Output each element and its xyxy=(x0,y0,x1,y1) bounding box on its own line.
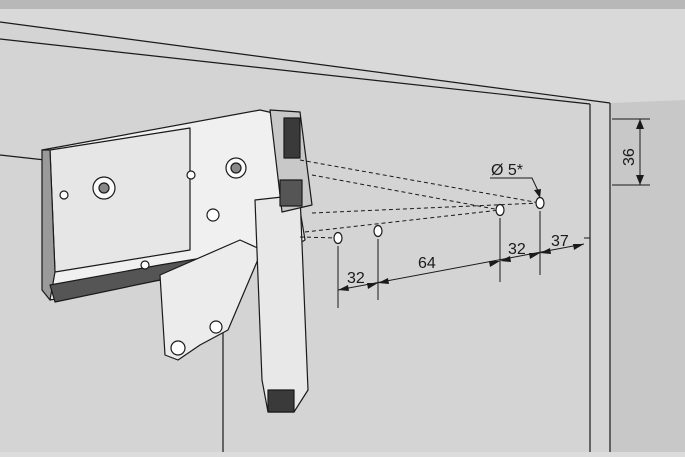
adjust-screw-1-core xyxy=(98,182,110,194)
rivet xyxy=(140,260,150,270)
drill-hole-2 xyxy=(373,224,383,238)
dimension-arrows xyxy=(338,119,644,291)
arm-foot xyxy=(267,389,295,413)
lift-arm-lower xyxy=(159,239,263,361)
top-band xyxy=(0,0,685,9)
dim-label-64: 64 xyxy=(418,255,436,272)
lift-mechanism xyxy=(41,109,313,413)
dim-label-32-left: 32 xyxy=(347,270,365,287)
rivet xyxy=(186,170,196,180)
mechanism-cover-plate xyxy=(49,127,191,273)
cabinet-top-panel xyxy=(0,9,685,103)
drill-hole-4 xyxy=(535,196,545,210)
hole-diameter-label: Ø 5* xyxy=(491,162,523,179)
dim-label-37: 37 xyxy=(551,233,569,250)
cabinet-front-edge xyxy=(610,100,685,452)
lift-arm-vertical xyxy=(254,194,309,413)
dim-label-32-right: 32 xyxy=(508,241,526,258)
adjust-screw-2-core xyxy=(230,162,242,174)
cabinet-edges xyxy=(0,21,611,452)
adjuster-slot xyxy=(283,117,301,159)
arm-pivot xyxy=(209,320,223,334)
rivet xyxy=(59,190,69,200)
rivet xyxy=(206,208,220,222)
adjuster-knob xyxy=(279,179,303,207)
dim-label-36: 36 xyxy=(621,148,638,166)
drill-hole-1 xyxy=(333,231,343,245)
drill-hole-3 xyxy=(495,203,505,217)
arm-pivot xyxy=(170,340,186,356)
